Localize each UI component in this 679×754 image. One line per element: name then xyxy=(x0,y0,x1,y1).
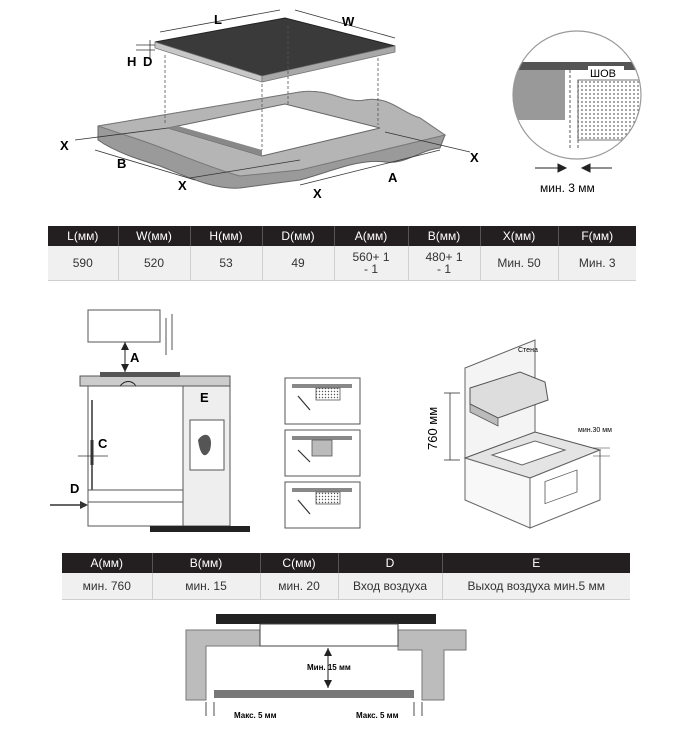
value-A: 560+ 1 - 1 xyxy=(334,246,409,281)
wall-label: Стена xyxy=(518,347,538,354)
value2-C: мин. 20 xyxy=(260,573,339,600)
value2-E: Выход воздуха мин.5 мм xyxy=(442,573,630,600)
label-X-bottom-right: X xyxy=(313,186,322,201)
value-H: 53 xyxy=(190,246,263,281)
gap-15-label: Мин. 15 мм xyxy=(307,663,351,672)
max-5-left-label: Макс. 5 мм xyxy=(234,711,277,720)
label-B: B xyxy=(117,156,126,171)
label-W: W xyxy=(342,14,355,29)
clearance-table-row: мин. 760 мин. 15 мин. 20 Вход воздуха Вы… xyxy=(62,573,630,600)
value-L: 590 xyxy=(48,246,119,281)
vent-detail-1 xyxy=(284,377,361,425)
label-D: D xyxy=(143,54,152,69)
seam-label: ШОВ xyxy=(590,68,616,80)
header-B: B(мм) xyxy=(408,226,481,246)
header-H: H(мм) xyxy=(190,226,263,246)
header2-A: A(мм) xyxy=(62,553,153,573)
counter-left xyxy=(185,629,261,701)
header-W: W(мм) xyxy=(118,226,191,246)
header-D: D(мм) xyxy=(262,226,335,246)
header2-D: D xyxy=(338,553,443,573)
value2-D: Вход воздуха xyxy=(338,573,443,600)
header-F: F(мм) xyxy=(558,226,636,246)
oven-cabinet-diagram: A B C E D xyxy=(50,309,612,532)
kitchen-perspective xyxy=(444,339,610,529)
value2-B: мин. 15 xyxy=(152,573,261,600)
header2-C: C(мм) xyxy=(260,553,339,573)
label-E: E xyxy=(200,390,209,405)
label-X-bottom: X xyxy=(178,178,187,193)
label-D-middle: D xyxy=(70,481,79,496)
header-L: L(мм) xyxy=(48,226,119,246)
header2-E: E xyxy=(442,553,630,573)
clearance-table: A(мм) B(мм) C(мм) D E мин. 760 мин. 15 м… xyxy=(62,553,630,600)
label-H: H xyxy=(127,54,136,69)
max-5-right-label: Макс. 5 мм xyxy=(356,711,399,720)
label-X-right: X xyxy=(470,150,479,165)
header-A: A(мм) xyxy=(334,226,409,246)
seam-detail xyxy=(513,31,641,159)
height-760-label: 760 мм xyxy=(425,407,440,450)
dimensions-table: L(мм) W(мм) H(мм) D(мм) A(мм) B(мм) X(мм… xyxy=(48,226,636,281)
min-gap-label: мин. 3 мм xyxy=(540,181,595,195)
label-C: C xyxy=(98,436,108,451)
hob-clearance-diagram: Мин. 15 мм Макс. 5 мм Макс. 5 мм xyxy=(185,614,467,720)
header2-B: B(мм) xyxy=(152,553,261,573)
value-F: Мин. 3 xyxy=(558,246,636,281)
shelf-board xyxy=(214,690,414,698)
label-L: L xyxy=(214,12,222,27)
value-B: 480+ 1 - 1 xyxy=(408,246,481,281)
vent-detail-2 xyxy=(284,429,361,477)
hob-body xyxy=(259,623,399,647)
label-A: A xyxy=(388,170,398,185)
label-A-middle: A xyxy=(130,350,140,365)
dimensions-table-header: L(мм) W(мм) H(мм) D(мм) A(мм) B(мм) X(мм… xyxy=(48,226,636,246)
counter-right xyxy=(397,629,467,701)
min-30-label: мин.30 мм xyxy=(578,427,612,434)
label-X-left: X xyxy=(60,138,69,153)
value2-A: мин. 760 xyxy=(62,573,153,600)
clearance-table-header: A(мм) B(мм) C(мм) D E xyxy=(62,553,630,573)
header-X: X(мм) xyxy=(480,226,559,246)
value-X: Мин. 50 xyxy=(480,246,559,281)
vent-detail-3 xyxy=(284,481,361,529)
hob-installation-diagram: L W H D X B X X A X ШОВ мин. 3 мм xyxy=(60,9,642,201)
value-D: 49 xyxy=(262,246,335,281)
dimensions-table-row: 590 520 53 49 560+ 1 - 1 480+ 1 - 1 Мин.… xyxy=(48,246,636,281)
hob-top-plate xyxy=(216,614,436,624)
value-W: 520 xyxy=(118,246,191,281)
